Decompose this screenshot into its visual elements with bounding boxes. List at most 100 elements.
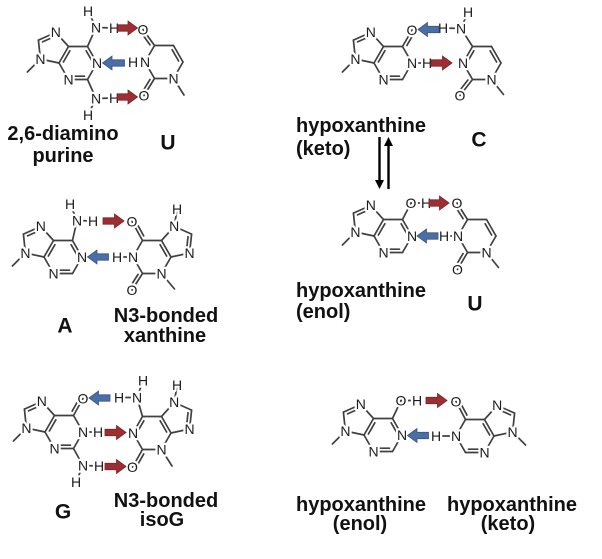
bond	[70, 243, 79, 257]
bond	[484, 222, 493, 236]
bond	[173, 209, 178, 228]
atom-label-n: N	[407, 55, 417, 71]
h-bond-arrow-blue-icon	[416, 228, 439, 244]
atom-label-h: H	[172, 377, 182, 393]
molecule-label: U	[467, 292, 483, 316]
atom-label-h: H	[421, 195, 431, 211]
atom-label-n: N	[378, 71, 388, 87]
atom-label-n: N	[366, 24, 376, 40]
atom-label-n: N	[35, 51, 45, 67]
atom-label-h: H	[88, 213, 98, 229]
atom-label-h: H	[83, 107, 93, 123]
bond	[136, 419, 145, 433]
bond	[185, 235, 189, 251]
bond	[72, 414, 84, 433]
bond	[23, 400, 43, 410]
bond	[86, 26, 97, 48]
atom-label-n: N	[340, 423, 350, 439]
bond	[373, 235, 385, 254]
bond	[85, 49, 94, 63]
bond	[37, 39, 42, 60]
bond	[95, 97, 115, 100]
bond	[331, 430, 347, 445]
bond	[401, 218, 413, 237]
atom-label-n: N	[63, 71, 73, 87]
bond	[72, 431, 84, 450]
bond	[459, 401, 468, 416]
bond	[373, 45, 385, 64]
bond	[40, 400, 56, 417]
bond	[497, 408, 512, 416]
bond	[159, 243, 168, 257]
h-bond-arrow-red-icon	[117, 20, 139, 36]
bond	[363, 417, 375, 436]
atom-label-o: O	[127, 213, 138, 229]
bond	[69, 203, 78, 222]
atom-label-n: N	[185, 245, 195, 261]
atom-label-n: N	[350, 224, 360, 240]
atom-label-n: N	[78, 424, 88, 440]
bond	[132, 432, 144, 451]
atom-label-h: H	[463, 4, 473, 20]
atom-label-h: H	[138, 372, 148, 388]
bond	[24, 252, 45, 258]
bond	[377, 49, 386, 63]
bond	[23, 408, 28, 429]
bond	[130, 273, 139, 287]
molecule-label: (enol)	[332, 513, 388, 535]
atom-label-n: N	[456, 20, 466, 36]
molecule-label: xanthine	[123, 325, 207, 347]
atom-label-n: N	[407, 228, 417, 244]
atom-label-n: N	[350, 51, 360, 67]
bond	[142, 28, 156, 47]
bond	[86, 62, 98, 81]
bond	[136, 453, 145, 467]
atom-label-n: N	[128, 249, 138, 265]
atom-label-n: N	[132, 389, 142, 405]
bond	[455, 400, 467, 421]
bond	[459, 78, 474, 97]
bond	[485, 235, 497, 254]
equilibrium-arrows-icon	[375, 137, 393, 189]
bond	[356, 35, 371, 43]
bond	[22, 233, 27, 254]
bond	[26, 58, 42, 73]
bond	[458, 79, 469, 92]
atom-label-h: H	[93, 424, 103, 440]
bond	[136, 380, 144, 399]
h-bond-arrow-blue-icon	[406, 427, 429, 444]
bond	[170, 252, 191, 258]
bond	[58, 45, 70, 64]
bond	[132, 256, 144, 275]
bond	[344, 430, 365, 436]
molecule-label: hypoxanthine	[295, 494, 427, 516]
bond	[160, 225, 176, 242]
bond	[460, 11, 469, 30]
bond	[22, 225, 42, 235]
bond	[160, 239, 172, 258]
molecule-label: 2,6-diamino	[7, 123, 119, 145]
molecule-label: isoG	[139, 509, 185, 531]
bond	[71, 256, 83, 275]
bond	[390, 421, 399, 435]
atom-label-o: O	[396, 392, 407, 408]
molecule-label: purine	[32, 145, 94, 167]
atom-label-n: N	[169, 394, 179, 410]
atom-label-h: H	[65, 196, 75, 212]
bond	[86, 78, 97, 100]
molecule-label: G	[54, 500, 72, 524]
atom-label-h: H	[128, 54, 138, 70]
bond	[391, 417, 403, 436]
atom-label-h: H	[71, 474, 81, 490]
atom-label-n: N	[128, 425, 138, 441]
atom-label-o: O	[78, 390, 89, 406]
bond	[132, 415, 144, 434]
bond	[82, 464, 100, 467]
h-bond-arrow-blue-icon	[417, 21, 440, 38]
bond	[401, 45, 413, 64]
bond	[466, 49, 475, 63]
bond	[160, 448, 173, 467]
bond	[457, 218, 469, 237]
atom-label-h: H	[412, 392, 422, 408]
